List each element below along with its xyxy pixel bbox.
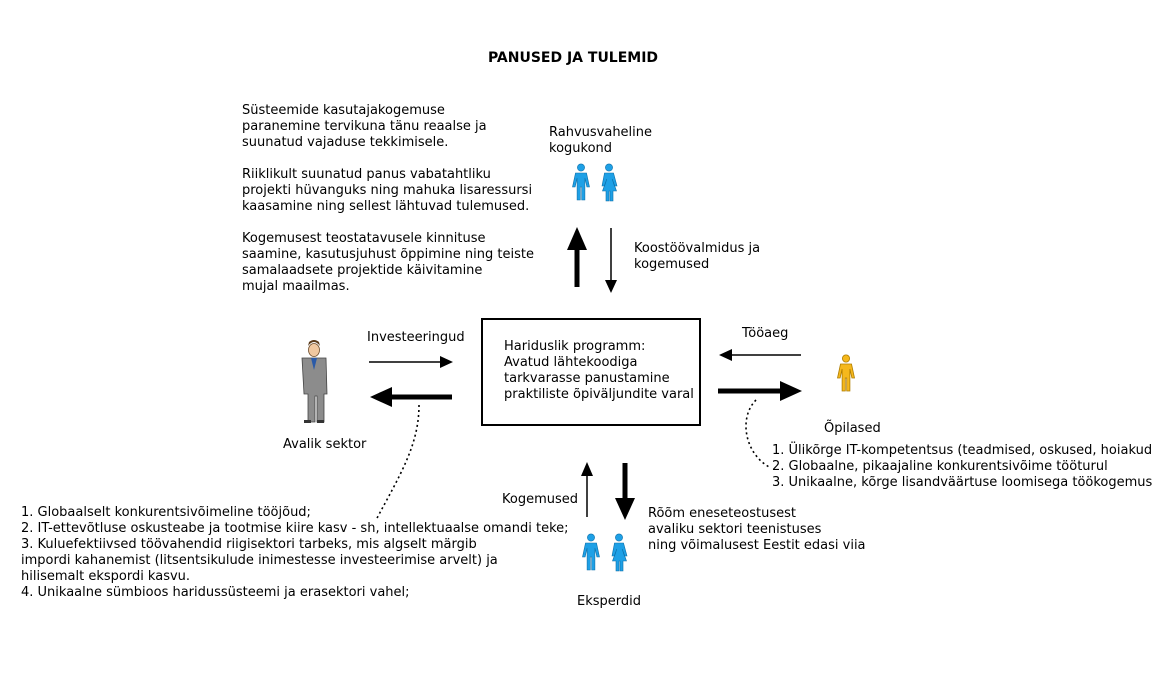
students-label: Õpilased	[824, 421, 881, 436]
arrow-worktime	[719, 349, 801, 361]
cooperation-label: Koostöövalmidus ja kogemused	[634, 241, 761, 272]
businessman-icon	[301, 340, 328, 423]
public-sector-results-list: 1. Globaalselt konkurentsivõimeline tööj…	[21, 505, 569, 600]
arrow-experience-up	[581, 462, 593, 517]
man-icon	[572, 163, 590, 201]
woman-icon	[601, 163, 618, 202]
experience-label: Kogemused	[502, 492, 579, 507]
diagram-title: PANUSED JA TULEMID	[487, 50, 659, 66]
students-results-list: 1. Ülikõrge IT-kompetentsus (teadmised, …	[772, 443, 1152, 490]
arrow-cooperation-down	[605, 228, 617, 293]
arrow-joy-down	[615, 463, 635, 520]
arrow-results-up	[567, 227, 587, 287]
arrow-investments	[369, 356, 453, 368]
central-box-text: Hariduslik programm: Avatud lähtekoodiga…	[504, 339, 694, 402]
investments-label: Investeeringud	[367, 330, 465, 345]
international-community-label: Rahvusvaheline kogukond	[549, 125, 653, 156]
dotted-connector-students	[745, 399, 772, 469]
joy-text: Rõõm eneseteostusest avaliku sektori tee…	[648, 506, 866, 553]
experts-label: Eksperdid	[577, 594, 641, 609]
central-program-box: Hariduslik programm: Avatud lähtekoodiga…	[481, 318, 701, 426]
arrow-results-students	[718, 381, 802, 401]
public-sector-label: Avalik sektor	[283, 437, 367, 452]
dotted-connector-public	[375, 404, 420, 521]
student-icon	[837, 354, 855, 392]
worktime-label: Tööaeg	[742, 326, 789, 341]
expert-man-icon	[582, 533, 600, 571]
expert-woman-icon	[611, 533, 628, 572]
top-results-text: Süsteemide kasutajakogemuse paranemine t…	[242, 103, 534, 294]
arrow-results-public	[370, 387, 452, 407]
